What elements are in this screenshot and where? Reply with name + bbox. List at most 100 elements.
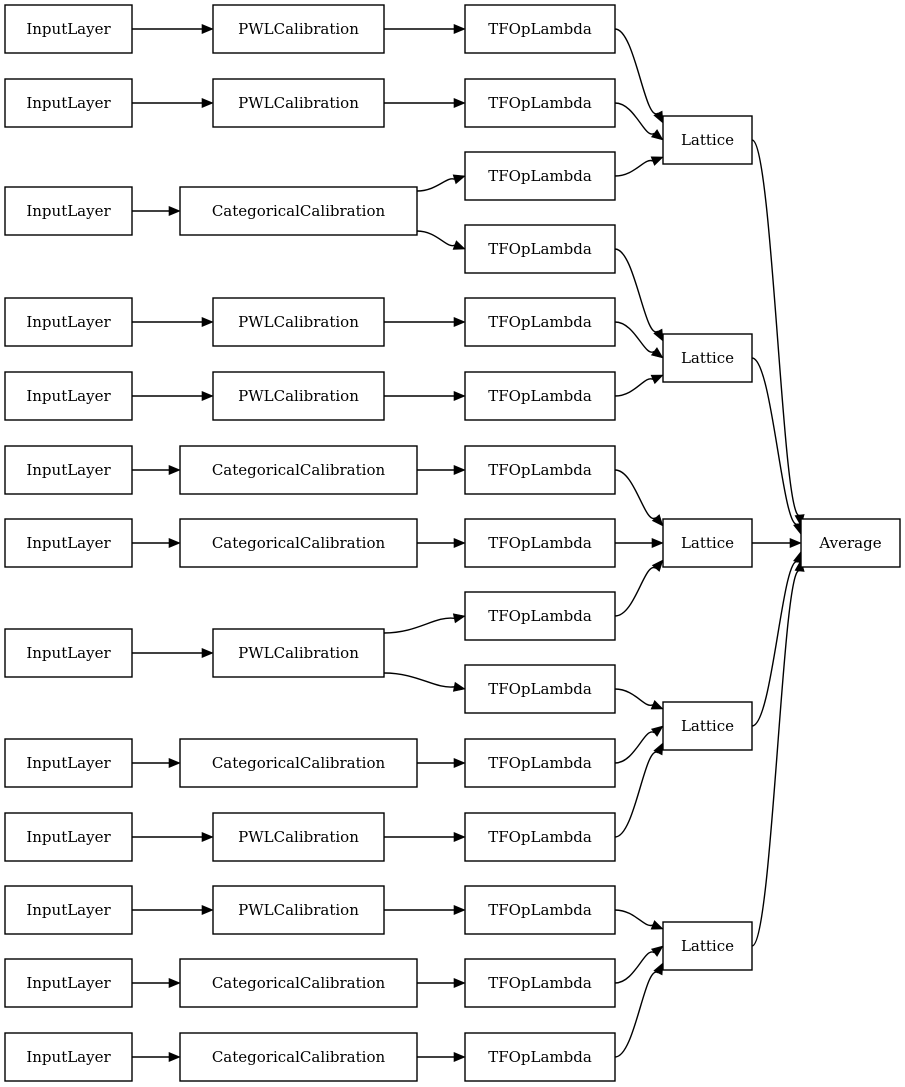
node-box-in7[interactable]: [4, 518, 133, 568]
node-box-op7[interactable]: [464, 445, 616, 495]
node-pwlcalibration-cal1[interactable]: PWLCalibration: [212, 4, 385, 54]
node-box-cal1[interactable]: [212, 4, 385, 54]
node-tfop-lambda-op10[interactable]: TFOpLambda: [464, 664, 616, 714]
node-tfop-lambda-op1[interactable]: TFOpLambda: [464, 4, 616, 54]
node-average-avg[interactable]: Average: [800, 518, 901, 568]
node-tfop-lambda-op14[interactable]: TFOpLambda: [464, 958, 616, 1008]
node-box-op14[interactable]: [464, 958, 616, 1008]
node-box-cal5[interactable]: [212, 371, 385, 421]
node-box-cal7[interactable]: [179, 518, 418, 568]
node-label-op9: TFOpLambda: [488, 607, 592, 625]
node-box-cal6[interactable]: [179, 445, 418, 495]
node-box-op1[interactable]: [464, 4, 616, 54]
node-box-cal2[interactable]: [212, 78, 385, 128]
arrowhead-icon-op1-lat1: [653, 110, 664, 124]
node-pwlcalibration-cal4[interactable]: PWLCalibration: [212, 297, 385, 347]
node-box-op9[interactable]: [464, 591, 616, 641]
node-box-cal3[interactable]: [179, 186, 418, 236]
node-box-in3[interactable]: [4, 186, 133, 236]
node-box-in8[interactable]: [4, 628, 133, 678]
node-tfop-lambda-op15[interactable]: TFOpLambda: [464, 1032, 616, 1082]
node-tfop-lambda-op13[interactable]: TFOpLambda: [464, 885, 616, 935]
node-tfop-lambda-op9[interactable]: TFOpLambda: [464, 591, 616, 641]
node-box-in6[interactable]: [4, 445, 133, 495]
node-input-layer-in12[interactable]: InputLayer: [4, 958, 133, 1008]
node-box-cal8[interactable]: [212, 628, 385, 678]
node-pwlcalibration-cal10[interactable]: PWLCalibration: [212, 812, 385, 862]
node-box-op2[interactable]: [464, 78, 616, 128]
node-tfop-lambda-op5[interactable]: TFOpLambda: [464, 297, 616, 347]
node-input-layer-in5[interactable]: InputLayer: [4, 371, 133, 421]
node-categorical-calibration-cal12[interactable]: CategoricalCalibration: [179, 958, 418, 1008]
node-box-in13[interactable]: [4, 1032, 133, 1082]
node-label-in11: InputLayer: [26, 901, 111, 919]
node-tfop-lambda-op3[interactable]: TFOpLambda: [464, 151, 616, 201]
node-tfop-lambda-op4[interactable]: TFOpLambda: [464, 224, 616, 274]
node-box-in9[interactable]: [4, 738, 133, 788]
node-box-in5[interactable]: [4, 371, 133, 421]
node-box-in4[interactable]: [4, 297, 133, 347]
node-box-in12[interactable]: [4, 958, 133, 1008]
node-box-cal9[interactable]: [179, 738, 418, 788]
node-box-lat5[interactable]: [662, 921, 753, 971]
node-pwlcalibration-cal5[interactable]: PWLCalibration: [212, 371, 385, 421]
node-input-layer-in10[interactable]: InputLayer: [4, 812, 133, 862]
node-box-lat3[interactable]: [662, 518, 753, 568]
node-tfop-lambda-op12[interactable]: TFOpLambda: [464, 812, 616, 862]
node-box-op5[interactable]: [464, 297, 616, 347]
node-box-op15[interactable]: [464, 1032, 616, 1082]
node-box-avg[interactable]: [800, 518, 901, 568]
node-tfop-lambda-op11[interactable]: TFOpLambda: [464, 738, 616, 788]
node-input-layer-in4[interactable]: InputLayer: [4, 297, 133, 347]
node-box-op3[interactable]: [464, 151, 616, 201]
node-box-cal13[interactable]: [179, 1032, 418, 1082]
node-categorical-calibration-cal6[interactable]: CategoricalCalibration: [179, 445, 418, 495]
node-box-op13[interactable]: [464, 885, 616, 935]
node-box-lat1[interactable]: [662, 115, 753, 165]
node-categorical-calibration-cal13[interactable]: CategoricalCalibration: [179, 1032, 418, 1082]
node-lattice-lat4[interactable]: Lattice: [662, 701, 753, 751]
node-tfop-lambda-op2[interactable]: TFOpLambda: [464, 78, 616, 128]
node-box-cal11[interactable]: [212, 885, 385, 935]
node-lattice-lat1[interactable]: Lattice: [662, 115, 753, 165]
arrowhead-icon-cal6-op7: [453, 464, 466, 476]
node-box-in1[interactable]: [4, 4, 133, 54]
node-box-in2[interactable]: [4, 78, 133, 128]
node-lattice-lat3[interactable]: Lattice: [662, 518, 753, 568]
arrowhead-icon-in9-cal9: [168, 757, 181, 769]
node-tfop-lambda-op8[interactable]: TFOpLambda: [464, 518, 616, 568]
node-box-in10[interactable]: [4, 812, 133, 862]
node-pwlcalibration-cal11[interactable]: PWLCalibration: [212, 885, 385, 935]
node-input-layer-in2[interactable]: InputLayer: [4, 78, 133, 128]
node-box-cal10[interactable]: [212, 812, 385, 862]
node-box-cal4[interactable]: [212, 297, 385, 347]
node-categorical-calibration-cal9[interactable]: CategoricalCalibration: [179, 738, 418, 788]
node-box-op4[interactable]: [464, 224, 616, 274]
node-tfop-lambda-op7[interactable]: TFOpLambda: [464, 445, 616, 495]
node-pwlcalibration-cal2[interactable]: PWLCalibration: [212, 78, 385, 128]
node-box-op8[interactable]: [464, 518, 616, 568]
node-input-layer-in8[interactable]: InputLayer: [4, 628, 133, 678]
node-lattice-lat5[interactable]: Lattice: [662, 921, 753, 971]
node-input-layer-in6[interactable]: InputLayer: [4, 445, 133, 495]
node-box-op12[interactable]: [464, 812, 616, 862]
node-box-cal12[interactable]: [179, 958, 418, 1008]
node-input-layer-in3[interactable]: InputLayer: [4, 186, 133, 236]
node-tfop-lambda-op6[interactable]: TFOpLambda: [464, 371, 616, 421]
node-input-layer-in13[interactable]: InputLayer: [4, 1032, 133, 1082]
node-input-layer-in1[interactable]: InputLayer: [4, 4, 133, 54]
node-input-layer-in11[interactable]: InputLayer: [4, 885, 133, 935]
node-input-layer-in9[interactable]: InputLayer: [4, 738, 133, 788]
node-categorical-calibration-cal7[interactable]: CategoricalCalibration: [179, 518, 418, 568]
node-box-op6[interactable]: [464, 371, 616, 421]
node-categorical-calibration-cal3[interactable]: CategoricalCalibration: [179, 186, 418, 236]
node-box-lat2[interactable]: [662, 333, 753, 383]
node-box-lat4[interactable]: [662, 701, 753, 751]
edge-cal3-to-op4: [416, 230, 456, 247]
node-lattice-lat2[interactable]: Lattice: [662, 333, 753, 383]
node-box-op10[interactable]: [464, 664, 616, 714]
node-box-in11[interactable]: [4, 885, 133, 935]
node-pwlcalibration-cal8[interactable]: PWLCalibration: [212, 628, 385, 678]
node-box-op11[interactable]: [464, 738, 616, 788]
node-input-layer-in7[interactable]: InputLayer: [4, 518, 133, 568]
